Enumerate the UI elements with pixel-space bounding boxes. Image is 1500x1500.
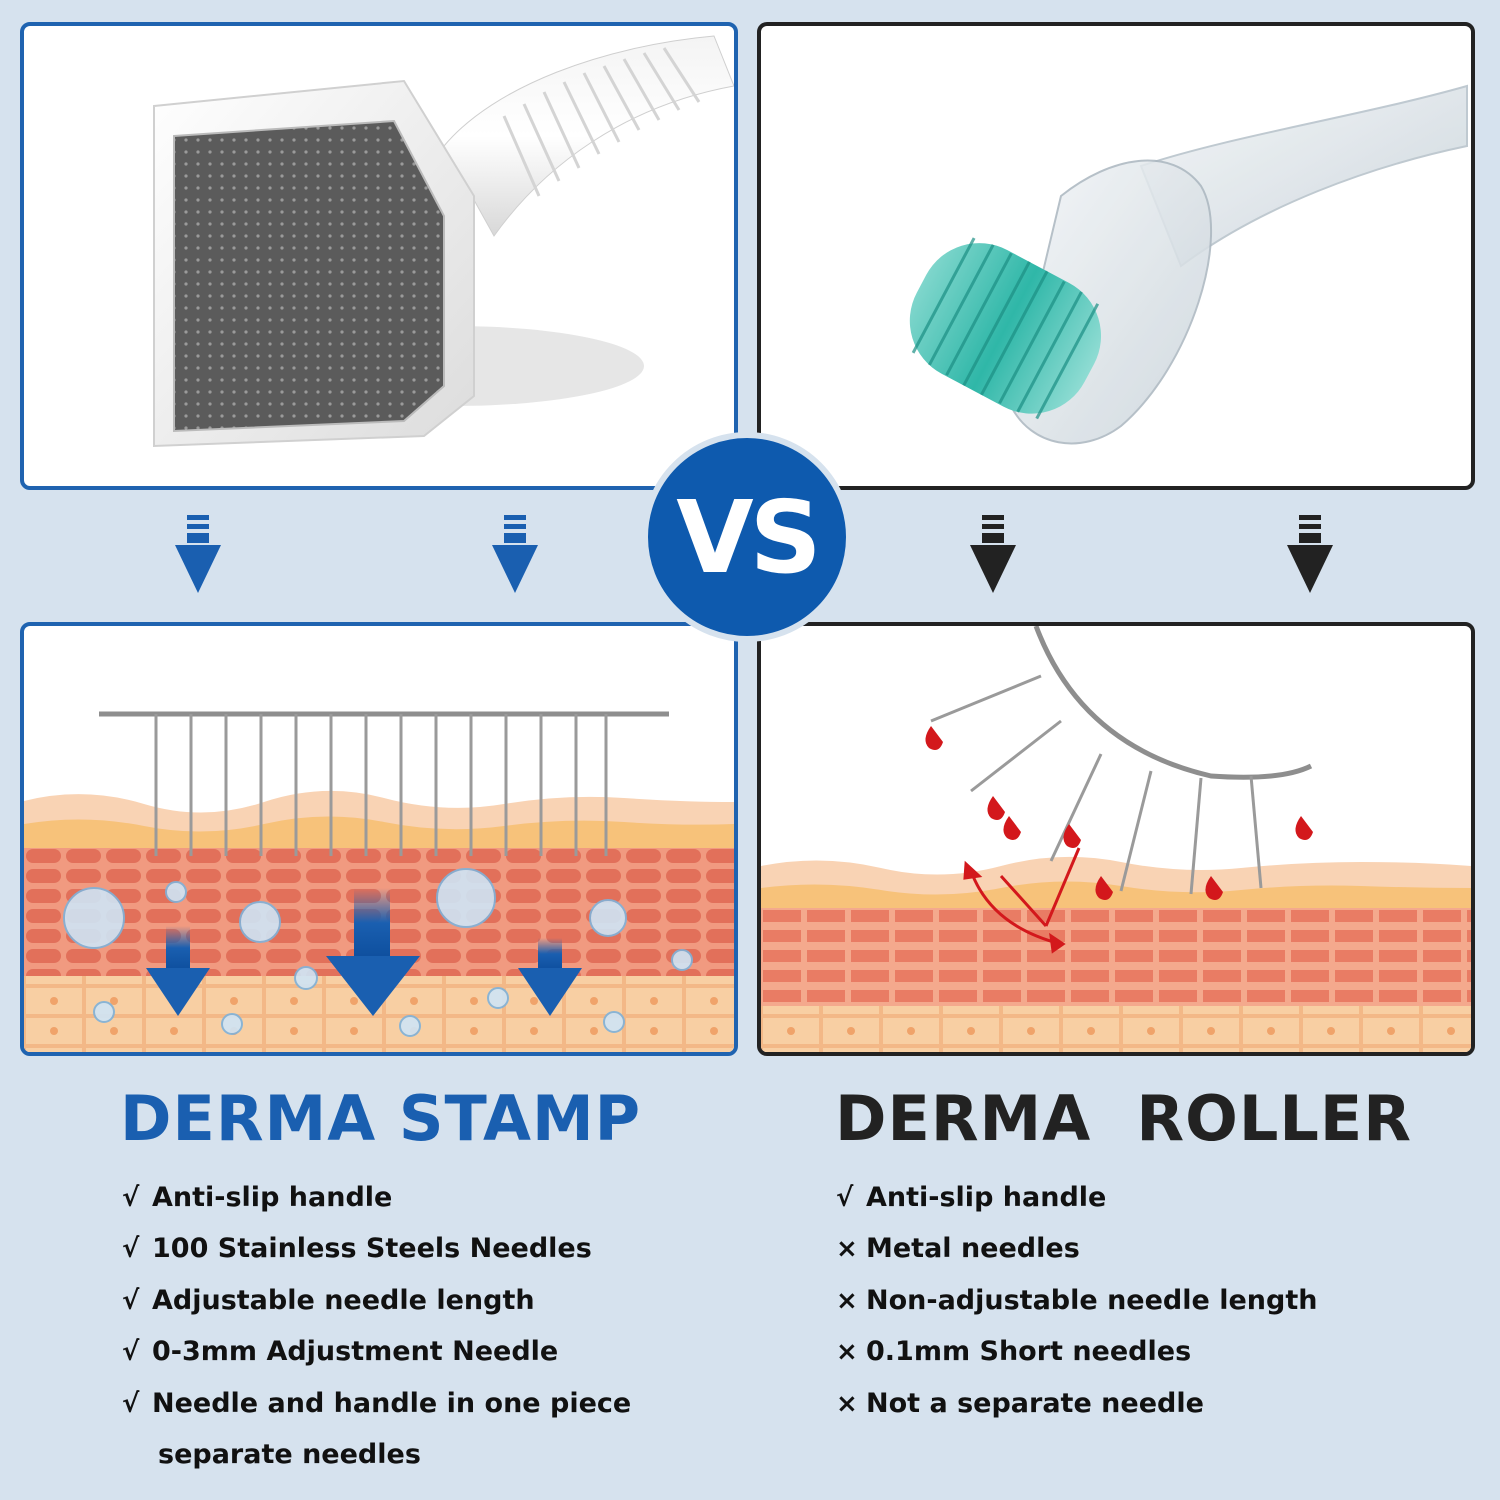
stamp-skin-panel [20,622,738,1056]
derma-stamp-feature-list: √Anti-slip handle √100 Stainless Steels … [122,1172,631,1481]
list-item: ×Metal needles [836,1224,1317,1276]
vs-label: VS [676,478,821,596]
derma-roller-photo-panel [757,22,1475,490]
stamp-skin-penetration-illustration [24,711,734,1052]
check-mark-icon: √ [122,1234,140,1265]
list-item: √0-3mm Adjustment Needle [122,1327,631,1379]
list-item: ×Not a separate needle [836,1378,1317,1430]
check-mark-icon: √ [122,1337,140,1368]
derma-stamp-title: DERMA STAMP [120,1082,642,1155]
down-arrow-icon [492,515,538,593]
roller-skin-penetration-illustration [761,626,1471,1052]
check-mark-icon: √ [836,1182,854,1213]
list-item: √100 Stainless Steels Needles [122,1224,631,1276]
list-item: √Anti-slip handle [836,1172,1317,1224]
down-arrow-icon [175,515,221,593]
check-mark-icon: √ [122,1388,140,1419]
check-mark-icon: √ [122,1182,140,1213]
list-item-continuation: separate needles [158,1439,421,1471]
list-item: ×0.1mm Short needles [836,1327,1317,1379]
cross-mark-icon: × [836,1285,858,1316]
derma-roller-feature-list: √Anti-slip handle ×Metal needles ×Non-ad… [836,1172,1317,1430]
cross-mark-icon: × [836,1337,858,1368]
cross-mark-icon: × [836,1388,858,1419]
list-item: √Anti-slip handle [122,1172,631,1224]
cross-mark-icon: × [836,1234,858,1265]
roller-skin-panel [757,622,1475,1056]
derma-stamp-device-image [153,35,734,448]
list-item: ×Non-adjustable needle length [836,1275,1317,1327]
derma-stamp-photo-panel [20,22,738,490]
derma-roller-title: DERMA ROLLER [835,1082,1412,1155]
list-item: √Needle and handle in one piece [122,1378,631,1430]
list-item: √Adjustable needle length [122,1275,631,1327]
check-mark-icon: √ [122,1285,140,1316]
derma-roller-device-image [909,84,1468,445]
vs-badge: VS [642,432,852,642]
down-arrow-icon [970,515,1016,593]
down-arrow-icon [1287,515,1333,593]
